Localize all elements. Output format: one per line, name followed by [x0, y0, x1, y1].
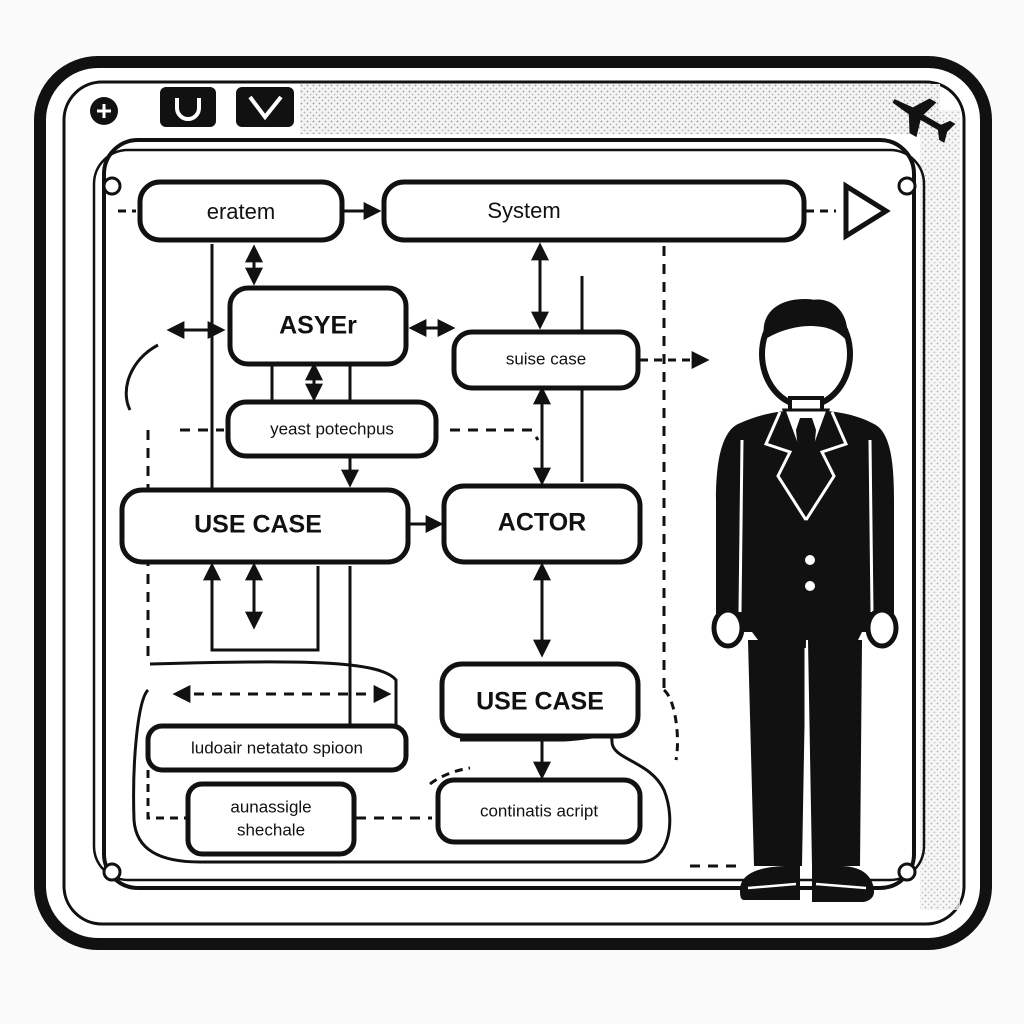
node-use-case-1[interactable]: USE CASE	[119, 487, 411, 565]
node-system-label: System	[487, 198, 560, 223]
plus-button[interactable]	[90, 97, 118, 125]
node-use-case-2[interactable]: USE CASE	[439, 661, 641, 739]
node-ludoair[interactable]: ludoair netatato spioon	[145, 723, 409, 773]
node-actor-label: ACTOR	[498, 509, 586, 537]
node-asyer-label: ASYEr	[279, 312, 357, 340]
node-aunassigle-line2: shechale	[237, 820, 305, 839]
node-asyer[interactable]: ASYEr	[227, 285, 409, 367]
node-aunassigle-line1: aunassigle	[230, 797, 311, 816]
node-suise-case-label: suise case	[506, 349, 586, 368]
node-eratem-label: eratem	[207, 199, 275, 224]
check-button[interactable]	[236, 87, 294, 127]
node-continatis-label: continatis acript	[480, 801, 598, 820]
node-use-case-1-label: USE CASE	[194, 511, 322, 539]
node-ludoair-label: ludoair netatato spioon	[191, 738, 363, 757]
node-continatis-acript[interactable]: continatis acript	[435, 777, 643, 845]
node-use-case-2-label: USE CASE	[476, 688, 604, 716]
businessman-figure	[711, 299, 899, 902]
node-eratem[interactable]: eratem	[137, 179, 345, 243]
airplane-icon[interactable]	[884, 84, 960, 151]
node-system[interactable]: System	[381, 179, 807, 243]
cup-button[interactable]	[160, 87, 216, 127]
connectors	[118, 202, 836, 868]
node-yeast-label: yeast potechpus	[270, 419, 394, 438]
end-arrow-icon	[843, 181, 891, 241]
node-aunassigle[interactable]: aunassigle shechale	[185, 781, 357, 857]
node-actor[interactable]: ACTOR	[441, 483, 643, 565]
node-suise-case[interactable]: suise case	[451, 329, 641, 391]
node-yeast-potechpus[interactable]: yeast potechpus	[225, 399, 439, 459]
